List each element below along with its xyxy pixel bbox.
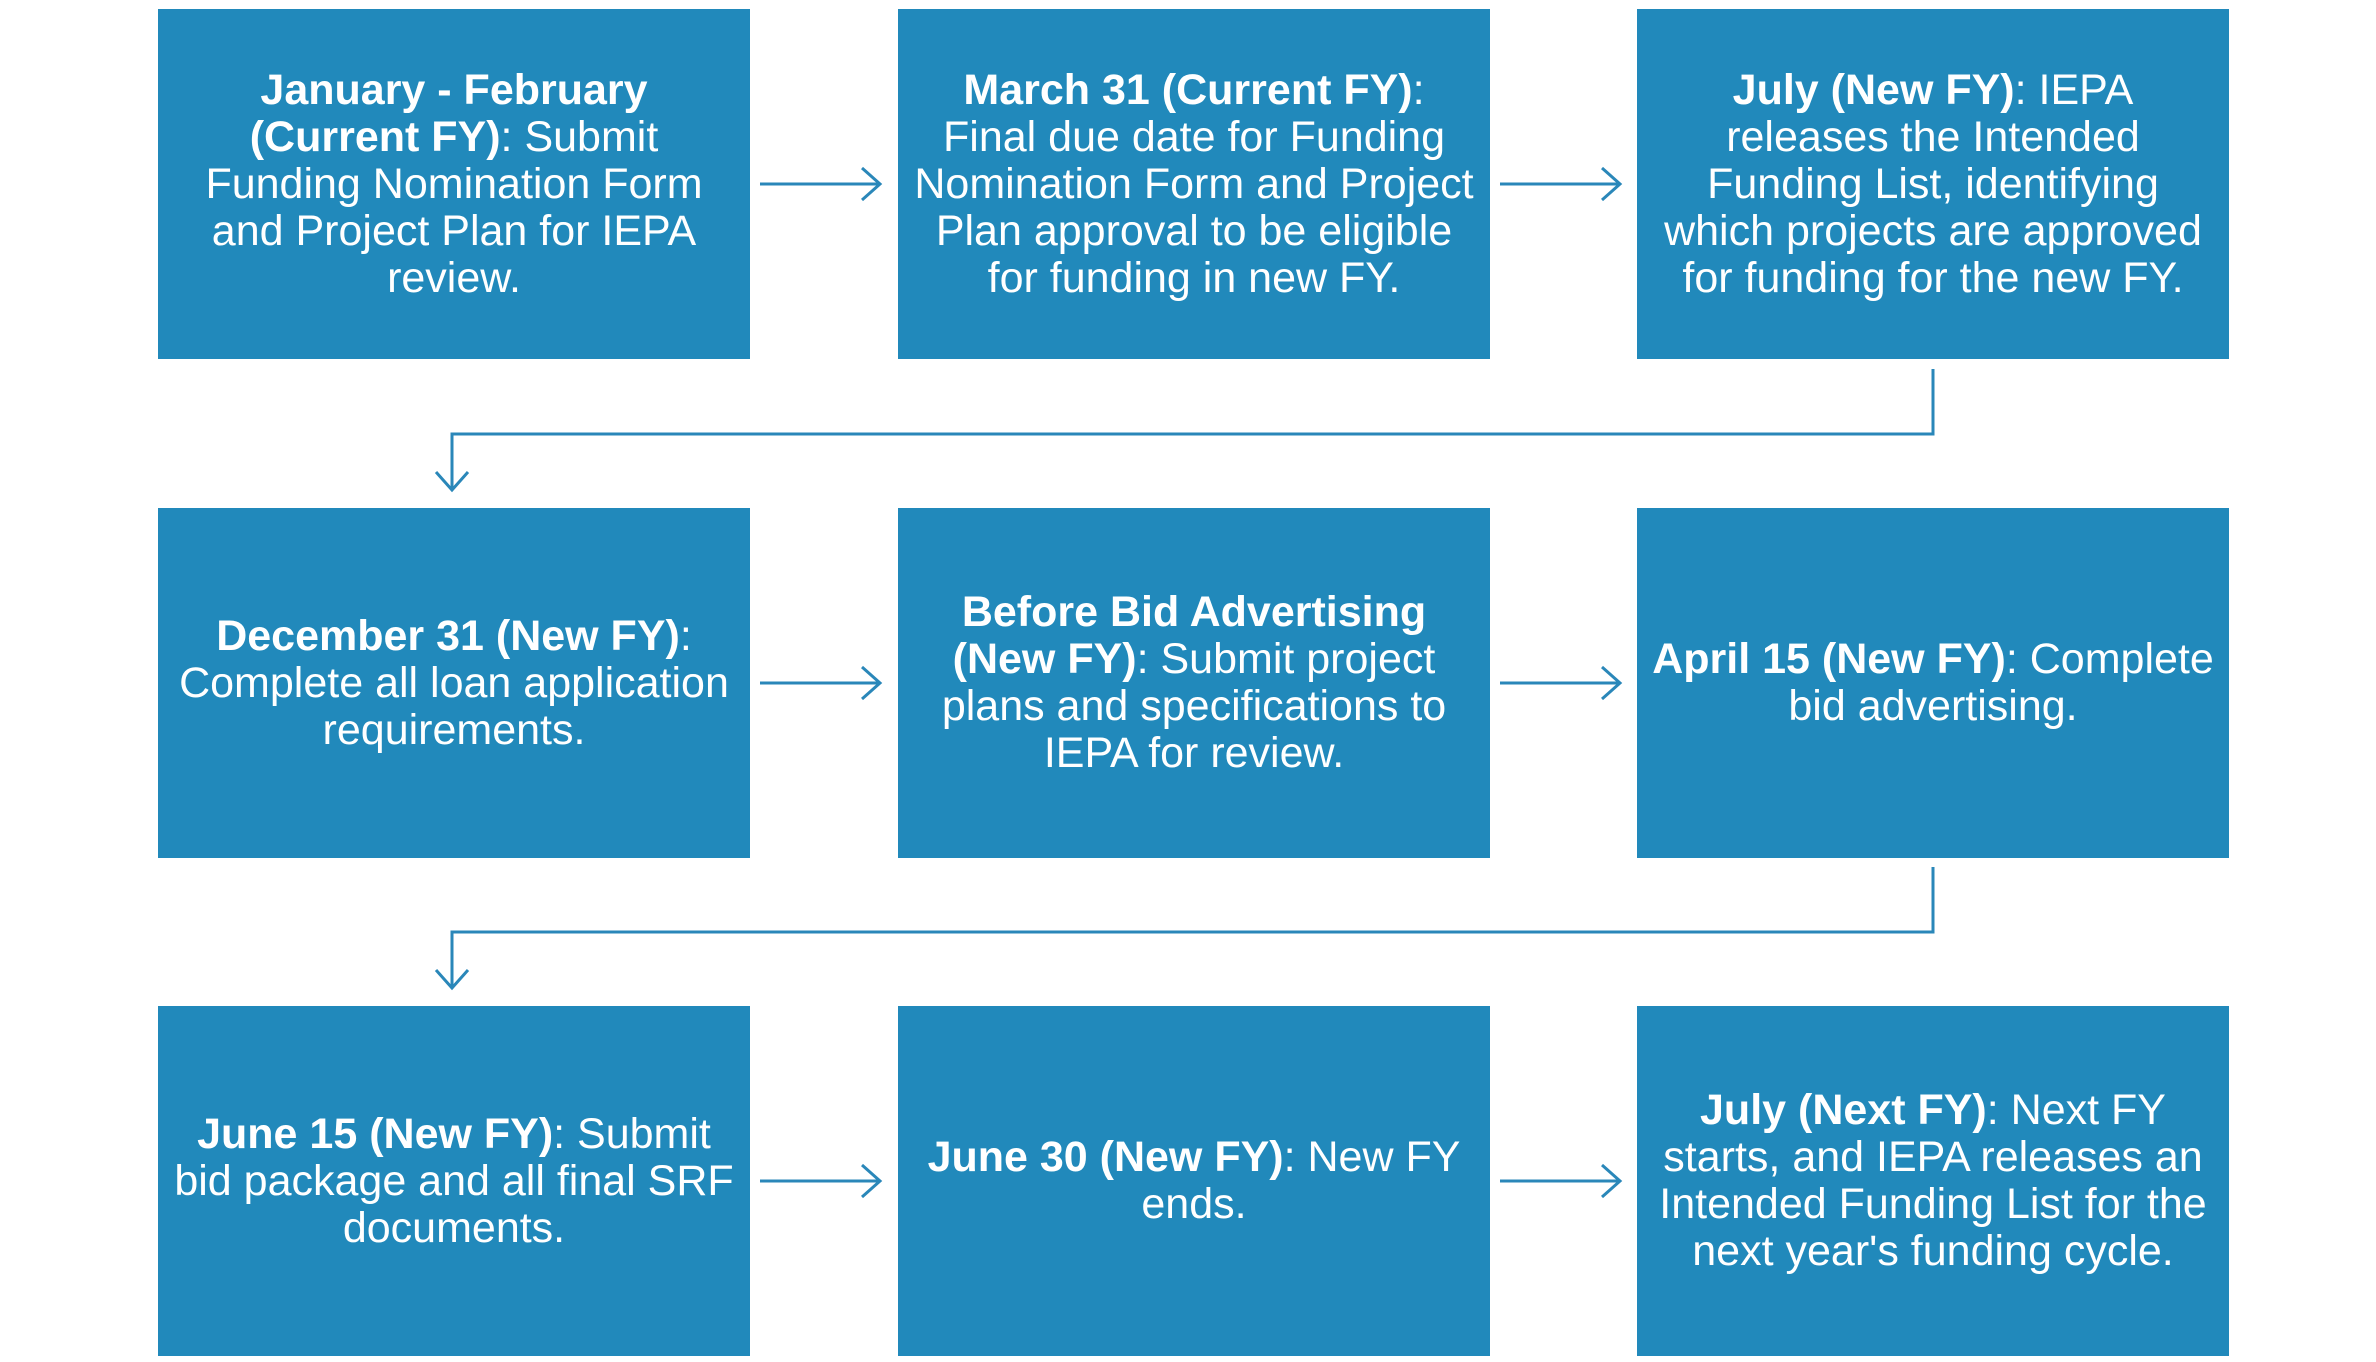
step-box-8: June 30 (New FY): New FY ends. (898, 1006, 1490, 1356)
step-box-5: Before Bid Advertising (New FY): Submit … (898, 508, 1490, 858)
step-sep-9: : (1986, 1086, 1999, 1134)
step-date-4: December 31 (New FY) (216, 611, 680, 660)
step-sep-6: : (2005, 635, 2018, 683)
step-desc-9: Next FY starts, and IEPA releases an Int… (1659, 1086, 2207, 1275)
arrowhead-3-to-4 (434, 471, 470, 493)
step-text-5: Before Bid Advertising (New FY): Submit … (912, 589, 1476, 777)
arrowhead-4-to-5 (861, 665, 883, 701)
arrowhead-7-to-8 (861, 1163, 883, 1199)
step-date-9: July (Next FY) (1700, 1086, 1987, 1134)
step-box-4: December 31 (New FY): Complete all loan … (158, 508, 750, 858)
step-sep-3: : (2014, 65, 2027, 114)
step-date-2: March 31 (Current FY) (963, 65, 1413, 114)
connector-3-to-4 (450, 369, 1935, 490)
arrowhead-2-to-3 (1601, 166, 1623, 202)
step-box-9: July (Next FY): Next FY starts, and IEPA… (1637, 1006, 2229, 1356)
step-desc-5: Submit project plans and specifications … (941, 635, 1447, 777)
step-date-6: April 15 (New FY) (1652, 635, 2006, 683)
step-date-7: June 15 (New FY) (197, 1109, 554, 1158)
step-box-1: January - February (Current FY): Submit … (158, 9, 750, 359)
step-text-9: July (Next FY): Next FY starts, and IEPA… (1651, 1087, 2215, 1275)
arrowhead-8-to-9 (1601, 1163, 1623, 1199)
step-text-8: June 30 (New FY): New FY ends. (912, 1134, 1476, 1228)
step-sep-4: : (679, 611, 692, 660)
step-text-6: April 15 (New FY): Complete bid advertis… (1651, 636, 2215, 730)
arrowhead-5-to-6 (1601, 665, 1623, 701)
step-date-8: June 30 (New FY) (927, 1133, 1284, 1181)
step-text-3: July (New FY): IEPA releases the Intende… (1651, 65, 2215, 302)
step-box-6: April 15 (New FY): Complete bid advertis… (1637, 508, 2229, 858)
step-text-2: March 31 (Current FY): Final due date fo… (912, 65, 1476, 302)
step-desc-4: Complete all loan application requiremen… (179, 658, 729, 754)
arrowhead-1-to-2 (861, 166, 883, 202)
step-desc-7: Submit bid package and all final SRF doc… (174, 1109, 734, 1252)
arrowhead-6-to-7 (434, 969, 470, 991)
step-desc-6: Complete bid advertising. (1788, 635, 2214, 730)
step-sep-2: : (1412, 65, 1425, 114)
step-box-7: June 15 (New FY): Submit bid package and… (158, 1006, 750, 1356)
step-date-1: January - February (Current FY) (249, 65, 648, 161)
step-sep-8: : (1283, 1133, 1296, 1181)
step-desc-8: New FY ends. (1141, 1133, 1461, 1228)
step-box-2: March 31 (Current FY): Final due date fo… (898, 9, 1490, 359)
step-box-3: July (New FY): IEPA releases the Intende… (1637, 9, 2229, 359)
connector-6-to-7 (450, 867, 1935, 988)
step-desc-1: Submit Funding Nomination Form and Proje… (205, 112, 703, 302)
step-date-5: Before Bid Advertising (New FY) (952, 588, 1427, 683)
step-text-1: January - February (Current FY): Submit … (172, 65, 736, 302)
step-text-4: December 31 (New FY): Complete all loan … (172, 611, 736, 754)
step-sep-7: : (553, 1109, 566, 1158)
step-desc-2: Final due date for Funding Nomination Fo… (914, 112, 1474, 302)
step-sep-5: : (1136, 635, 1149, 683)
step-text-7: June 15 (New FY): Submit bid package and… (172, 1109, 736, 1252)
step-date-3: July (New FY) (1732, 65, 2015, 114)
step-desc-3: IEPA releases the Intended Funding List,… (1664, 65, 2202, 302)
step-sep-1: : (500, 112, 513, 161)
